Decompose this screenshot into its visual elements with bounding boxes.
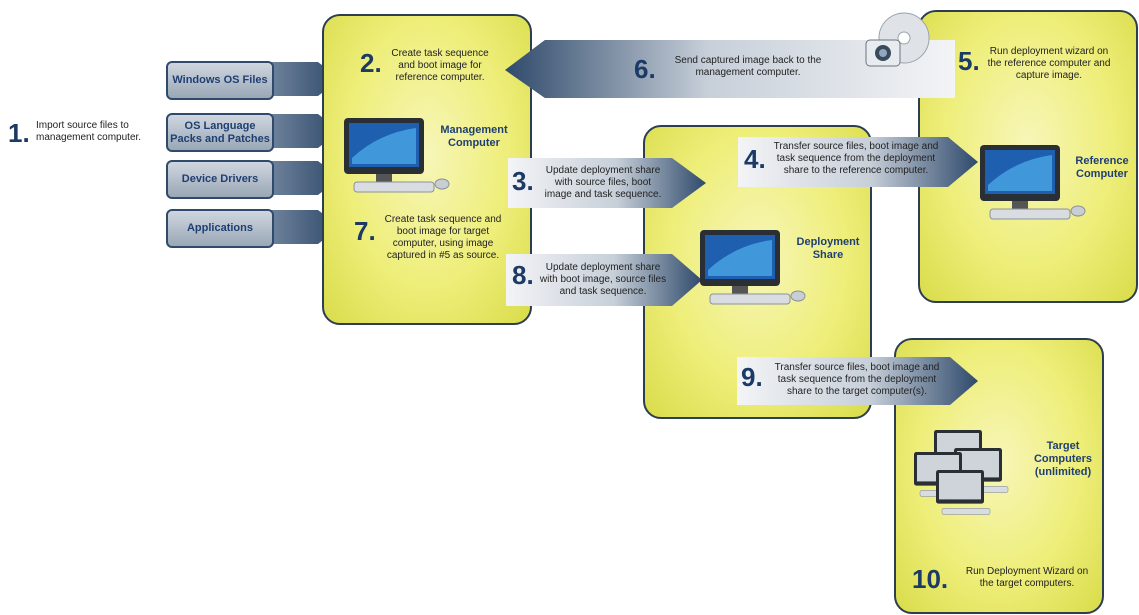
step-2-number: 2. (360, 48, 382, 78)
step-6-text: Send captured image back to the manageme… (674, 55, 822, 78)
monitor-icon (344, 118, 450, 193)
step-9-number: 9. (741, 362, 763, 392)
step-10-text: Run Deployment Wizard on the target comp… (965, 566, 1089, 589)
step-2-text: Create task sequence and boot image for … (391, 48, 489, 83)
step-5-number: 5. (958, 46, 980, 76)
step-4-number: 4. (744, 144, 766, 174)
source-applications: Applications (166, 209, 274, 248)
step-1-number: 1. (8, 118, 30, 148)
step-5-text: Run deployment wizard on the reference c… (987, 46, 1111, 81)
monitor-icon (980, 145, 1086, 220)
multi-monitor-icon (914, 430, 1009, 515)
step-10-number: 10. (912, 564, 949, 594)
step-7-number: 7. (354, 216, 376, 246)
source-device-drivers: Device Drivers (166, 160, 274, 199)
source-language-packs: OS Language Packs and Patches (166, 113, 274, 152)
step-8-text: Update deployment share with boot image,… (539, 262, 667, 297)
target-computers-label: Target Computers (unlimited) (1033, 440, 1093, 478)
step-7-text: Create task sequence and boot image for … (384, 214, 502, 261)
deployment-share-label: Deployment Share (796, 236, 860, 261)
step-6-number: 6. (634, 54, 656, 84)
reference-computer-label: Reference Computer (1075, 155, 1129, 180)
source-windows-os-files: Windows OS Files (166, 61, 274, 100)
step-3-text: Update deployment share with source file… (544, 165, 662, 200)
step-9-text: Transfer source files, boot image and ta… (774, 362, 940, 397)
monitor-icon (700, 230, 806, 305)
camera-disc-icon (865, 12, 930, 67)
step-1-text: Import source files to management comput… (36, 120, 142, 143)
step-8-number: 8. (512, 260, 534, 290)
step-3-number: 3. (512, 166, 534, 196)
step-4-text: Transfer source files, boot image and ta… (773, 141, 939, 176)
management-computer-label: Management Computer (440, 124, 508, 149)
